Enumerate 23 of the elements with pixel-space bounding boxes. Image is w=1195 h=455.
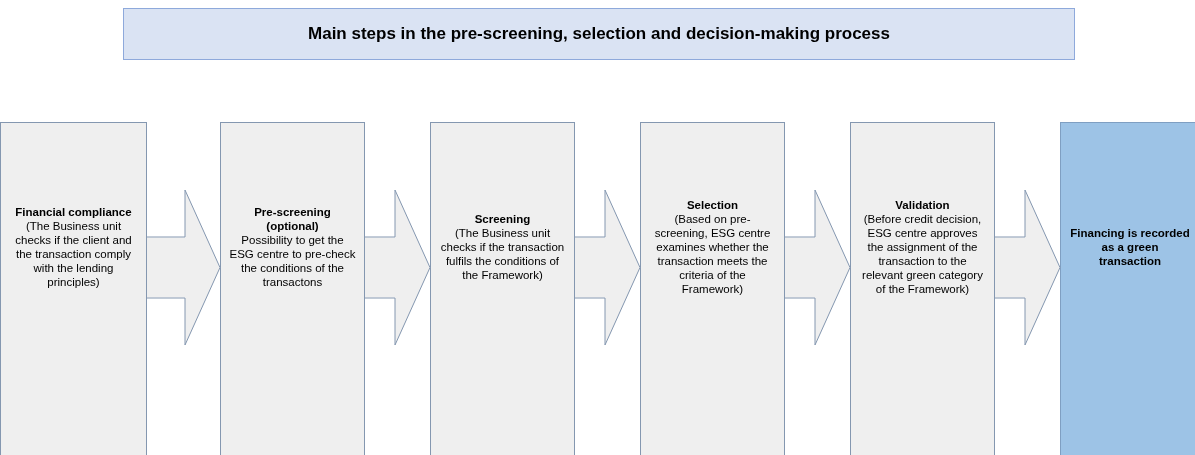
step-box <box>430 122 575 455</box>
step-heading: Validation <box>895 198 950 212</box>
step-heading: Financial compliance <box>15 205 132 219</box>
step-description: (The Business unit checks if the client and the transaction comply with the lending principles) <box>14 219 133 289</box>
step-box <box>220 122 365 455</box>
title-banner: Main steps in the pre-screening, selection and decision-making process <box>123 8 1075 60</box>
block-arrow <box>364 189 431 346</box>
step-heading: Pre-screening (optional) <box>253 205 332 233</box>
block-arrow <box>994 189 1061 346</box>
step-description: (The Business unit checks if the transaction fulfils the conditions of the Framework) <box>439 226 566 282</box>
step-heading: Screening <box>474 212 531 226</box>
step-description: Possibility to get the ESG centre to pre-check the conditions of the transactons <box>229 233 356 289</box>
result-box <box>1060 122 1195 455</box>
step-heading: Financing is recorded as a green transaction <box>1069 226 1191 268</box>
step-box <box>0 122 147 455</box>
block-arrow <box>574 189 641 346</box>
step-description: (Before credit decision, ESG centre approves the assignment of the transaction to the relevant green category of the Framework) <box>861 212 984 296</box>
block-arrow <box>146 189 221 346</box>
step-description: (Based on pre-screening, ESG centre examines whether the transaction meets the criteria of the Framework) <box>653 212 772 296</box>
step-heading: Selection <box>686 198 739 212</box>
block-arrow <box>784 189 851 346</box>
step-box <box>640 122 785 455</box>
step-box <box>850 122 995 455</box>
